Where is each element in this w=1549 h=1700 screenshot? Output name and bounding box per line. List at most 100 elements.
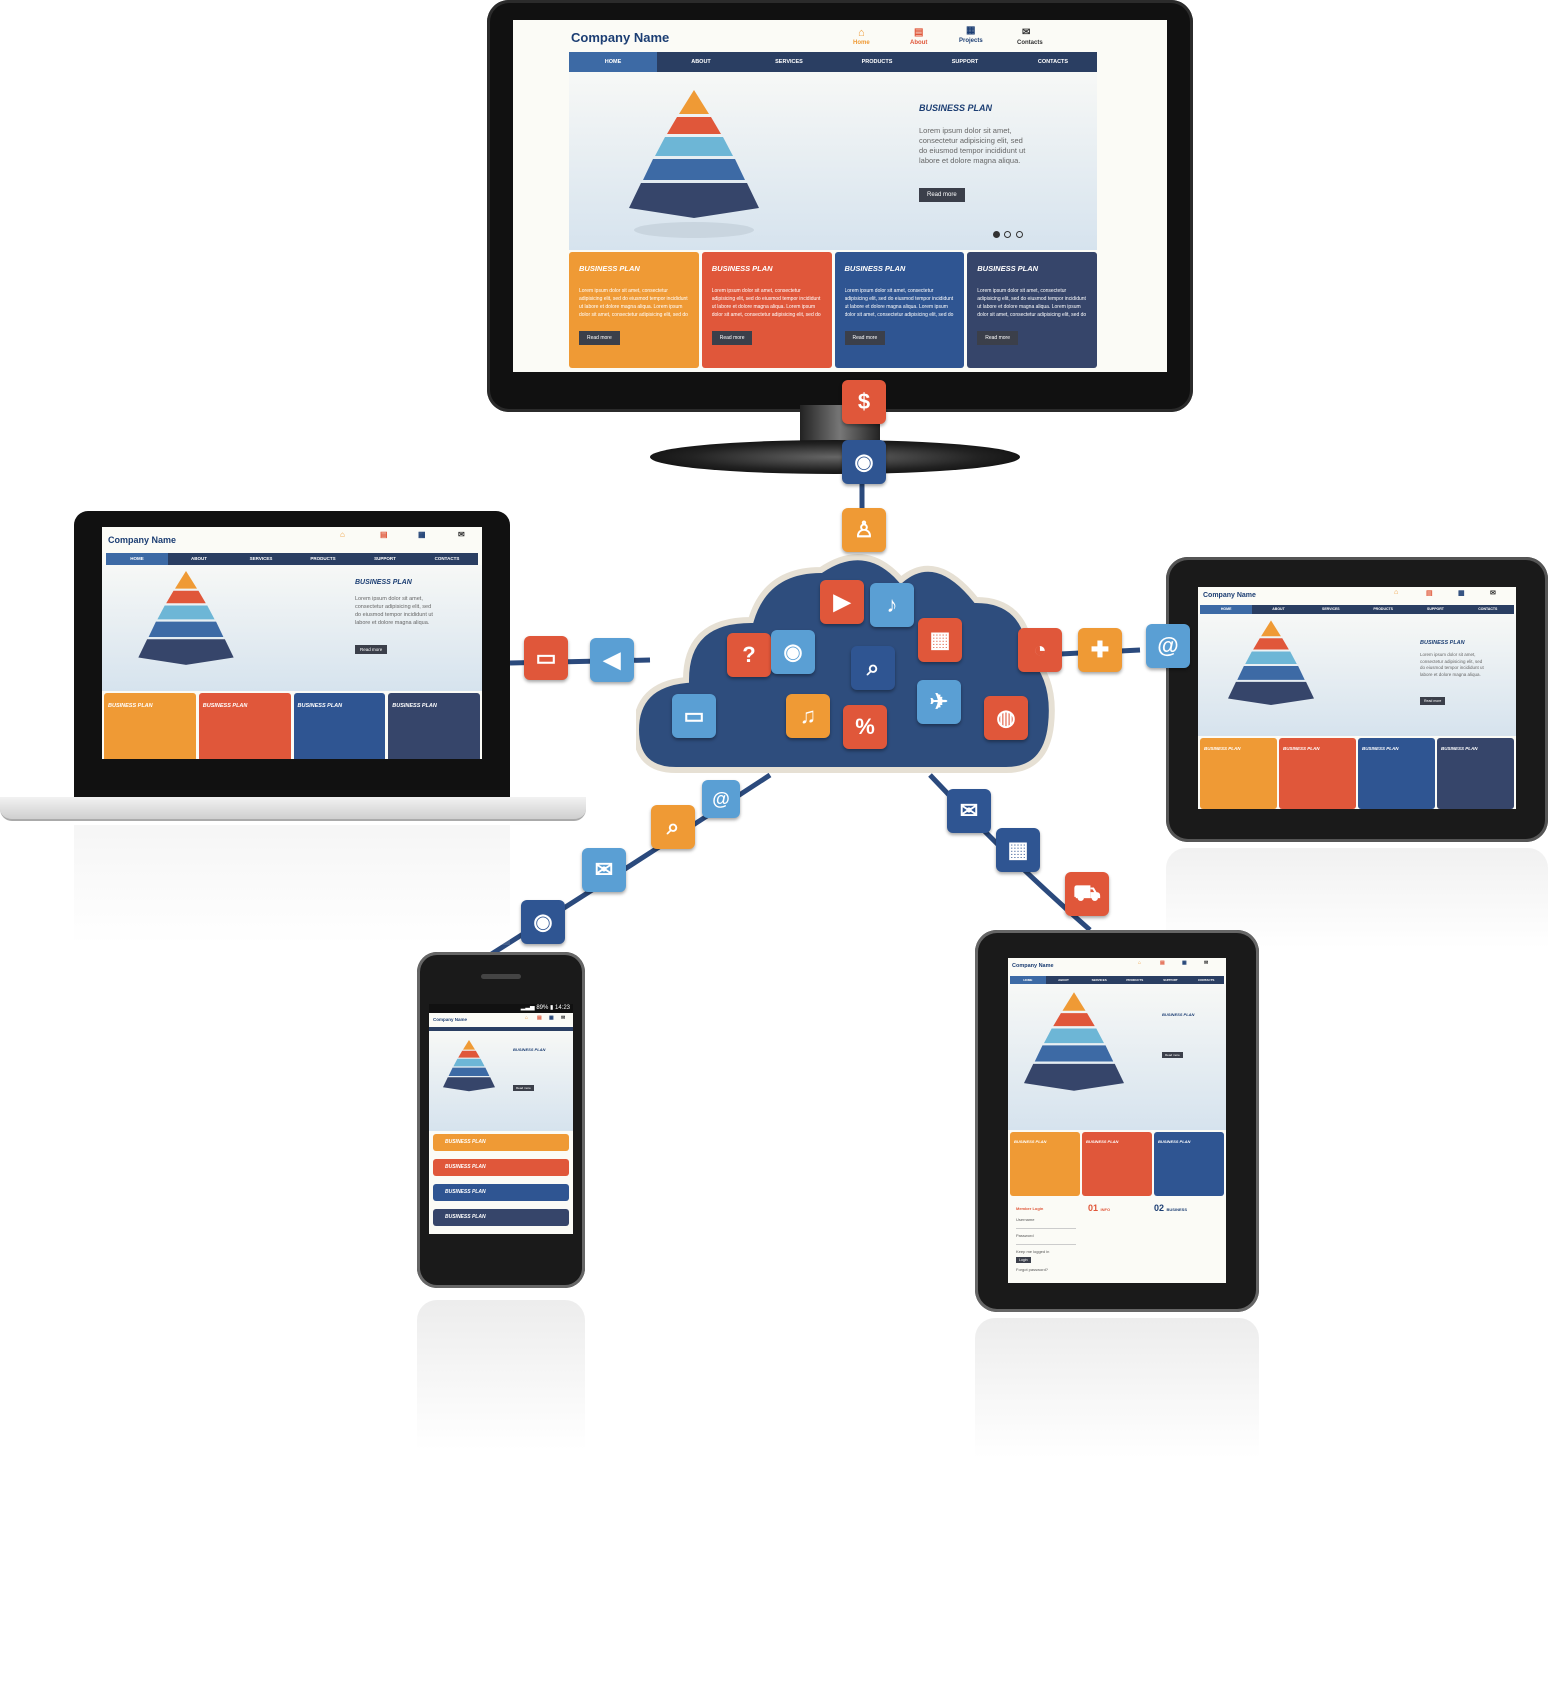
speaker-icon[interactable]: ◀ (590, 638, 634, 682)
projects-label[interactable]: Projects (959, 38, 983, 44)
monitor-website: Company Name ⌂ Home ▤ About ▦ Projects ✉… (513, 20, 1167, 372)
card-read-more-button[interactable]: Read more (579, 331, 620, 345)
hero-read-more-button[interactable]: Read more (1420, 697, 1446, 705)
home-label[interactable]: Home (853, 40, 870, 46)
about-icon[interactable]: ▤ (1160, 960, 1165, 966)
chat-icon[interactable]: ✉ (582, 848, 626, 892)
nav-contacts[interactable]: CONTACTS (1197, 978, 1215, 982)
contacts-icon[interactable]: ✉ (458, 530, 465, 539)
search-icon[interactable]: ⌕ (651, 805, 695, 849)
nav-services[interactable]: SERVICES (775, 59, 803, 65)
company-name: Company Name (1203, 592, 1256, 599)
home-icon[interactable]: ⌂ (525, 1015, 529, 1021)
nav-about[interactable]: ABOUT (191, 556, 207, 561)
nav-contacts[interactable]: CONTACTS (1478, 607, 1498, 611)
nav-about[interactable]: ABOUT (1058, 978, 1069, 982)
camera-icon[interactable]: ◉ (842, 440, 886, 484)
gamepad-icon[interactable]: ◍ (984, 696, 1028, 740)
home-icon[interactable]: ⌂ (1394, 589, 1399, 596)
folder-icon[interactable]: ▭ (672, 694, 716, 738)
projects-icon[interactable]: ▦ (549, 1015, 554, 1021)
hero-read-more-button[interactable]: Read more (513, 1085, 534, 1091)
search-icon[interactable]: ⌕ (851, 646, 895, 690)
gamepad-icon[interactable]: ✚ (1078, 628, 1122, 672)
airplane-icon[interactable]: ✈ (917, 680, 961, 724)
nav-support[interactable]: SUPPORT (1427, 607, 1444, 611)
nav-home[interactable]: HOME (569, 52, 657, 72)
hero-read-more-button[interactable]: Read more (355, 645, 388, 654)
nav-products[interactable]: PRODUCTS (1373, 607, 1393, 611)
laptop-base (0, 797, 586, 821)
nav-products[interactable]: PRODUCTS (310, 556, 336, 561)
rss-icon[interactable]: ◔ (1018, 628, 1062, 672)
card-title: BUSINESS PLAN (445, 1139, 486, 1145)
nav-support[interactable]: SUPPORT (951, 59, 979, 65)
projects-icon[interactable]: ▦ (1182, 960, 1187, 966)
hero-read-more-button[interactable]: Read more (919, 188, 965, 202)
at-icon[interactable]: @ (1146, 624, 1190, 668)
password-input[interactable] (1016, 1238, 1076, 1245)
forgot-password-link[interactable]: Forgot password? (1016, 1267, 1049, 1272)
home-icon[interactable]: ⌂ (1138, 960, 1142, 966)
contacts-icon[interactable]: ✉ (561, 1015, 566, 1021)
cart-icon[interactable]: ⛟ (1065, 872, 1109, 916)
contacts-icon[interactable]: ✉ (1490, 590, 1496, 597)
card-title: BUSINESS PLAN (844, 264, 906, 273)
login-button[interactable]: Login (1016, 1257, 1031, 1263)
nav-home[interactable]: HOME (106, 553, 168, 565)
card-3: BUSINESS PLAN (433, 1184, 569, 1201)
about-icon[interactable]: ▤ (537, 1015, 542, 1021)
contacts-icon[interactable]: ✉ (1022, 27, 1031, 38)
mail-icon[interactable]: ✉ (947, 789, 991, 833)
card-read-more-button[interactable]: Read more (711, 331, 753, 345)
at-icon[interactable]: @ (702, 780, 740, 818)
folder-icon[interactable]: ▭ (524, 636, 568, 680)
hero-text: Lorem ipsum dolor sit amet, consectetur … (1420, 652, 1484, 677)
contacts-label[interactable]: Contacts (1017, 40, 1043, 46)
nav-home[interactable]: HOME (1200, 605, 1253, 614)
nav-support[interactable]: SUPPORT (1163, 978, 1178, 982)
card-title: BUSINESS PLAN (445, 1214, 486, 1220)
dollar-icon[interactable]: $ (842, 380, 886, 424)
about-label[interactable]: About (910, 40, 928, 46)
projects-icon[interactable]: ▦ (966, 25, 976, 36)
home-icon[interactable]: ⌂ (858, 27, 865, 39)
calculator-icon[interactable]: ▦ (996, 828, 1040, 872)
calculator-icon[interactable]: ▦ (918, 618, 962, 662)
card-read-more-button[interactable]: Read more (977, 331, 1018, 345)
card-4: BUSINESS PLAN (388, 693, 480, 759)
play-icon[interactable]: ▶ (820, 580, 864, 624)
carousel-dots[interactable] (993, 225, 1023, 243)
nav-services[interactable]: SERVICES (1322, 607, 1340, 611)
home-icon[interactable]: ⌂ (340, 530, 345, 539)
nav-about[interactable]: ABOUT (1272, 607, 1285, 611)
nav-contacts[interactable]: CONTACTS (1037, 59, 1069, 65)
nav-services[interactable]: SERVICES (1091, 978, 1107, 982)
nav-home[interactable]: HOME (1010, 976, 1046, 984)
question-icon[interactable]: ? (727, 633, 771, 677)
camera-icon[interactable]: ◉ (771, 630, 815, 674)
nav-products[interactable]: PRODUCTS (861, 59, 893, 65)
about-icon[interactable]: ▤ (380, 530, 388, 539)
music-note-icon[interactable]: ♪ (870, 583, 914, 627)
hero-read-more-button[interactable]: Read more (1162, 1052, 1183, 1058)
phone-speaker (481, 974, 521, 979)
nav-support[interactable]: SUPPORT (374, 556, 396, 561)
music-icon[interactable]: ♫ (786, 694, 830, 738)
camera-icon[interactable]: ◉ (521, 900, 565, 944)
username-input[interactable] (1016, 1222, 1076, 1229)
nav-services[interactable]: SERVICES (249, 556, 273, 561)
contacts-icon[interactable]: ✉ (1204, 960, 1209, 966)
percent-icon[interactable]: % (843, 705, 887, 749)
keep-logged-checkbox[interactable]: Keep me logged in (1016, 1249, 1050, 1254)
nav-products[interactable]: PRODUCTS (1126, 978, 1144, 982)
nav-contacts[interactable]: CONTACTS (434, 556, 460, 561)
about-icon[interactable]: ▤ (914, 27, 924, 38)
projects-icon[interactable]: ▦ (1458, 590, 1465, 597)
projects-icon[interactable]: ▦ (418, 530, 426, 539)
card-read-more-button[interactable]: Read more (844, 331, 886, 345)
about-icon[interactable]: ▤ (1426, 590, 1433, 597)
person-icon[interactable]: ♙ (842, 508, 886, 552)
nav-about[interactable]: ABOUT (691, 59, 711, 65)
card-1: BUSINESS PLAN (433, 1134, 569, 1151)
